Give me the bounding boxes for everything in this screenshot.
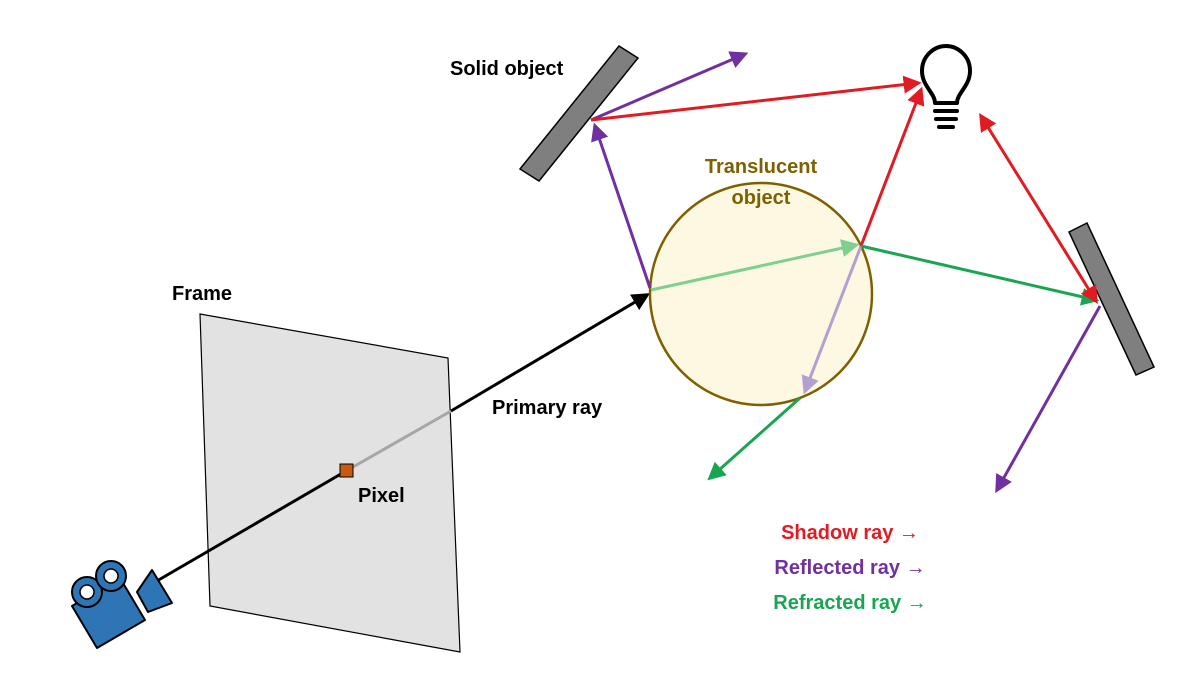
light-bulb-icon [920, 44, 972, 129]
primary-ray-arrow [450, 293, 651, 413]
solid-object-right [1068, 221, 1156, 376]
camera-icon [71, 560, 173, 649]
ray-legend: Shadow ray → Reflected ray → Refracted r… [740, 516, 960, 621]
refracted-ray-exit-bottom [707, 396, 801, 481]
shadow-ray-solid-to-light [590, 75, 922, 122]
frame-plane [199, 313, 461, 653]
legend-reflected-ray: Reflected ray → [774, 557, 926, 579]
internal-reflected-ray [801, 245, 863, 395]
primary-ray-label: Primary ray [492, 397, 603, 419]
refracted-ray-inside [650, 239, 860, 292]
shadow-ray-sphere-to-light [859, 86, 925, 247]
pixel-square [339, 463, 354, 478]
shadow-ray-right-solid-to-light [979, 112, 1098, 305]
frame-label: Frame [172, 283, 232, 305]
solid-object-label: Solid object [450, 58, 564, 80]
reflected-ray-off-right-solid [995, 305, 1102, 494]
translucent-object-label-line2: object [732, 187, 791, 209]
reflected-ray-to-solid [591, 122, 652, 289]
primary-ray-through-frame-segment [345, 409, 452, 473]
solid-object-top [518, 45, 640, 182]
refracted-ray-to-right-solid [860, 244, 1100, 306]
reflected-ray-off-solid [590, 51, 749, 122]
translucent-object-label-line1: Translucent [705, 156, 818, 178]
primary-ray-camera-segment [149, 469, 347, 587]
pixel-label: Pixel [358, 485, 405, 507]
translucent-sphere [648, 181, 874, 407]
legend-refracted-ray: Refracted ray → [773, 592, 927, 614]
legend-shadow-ray: Shadow ray → [781, 522, 919, 544]
